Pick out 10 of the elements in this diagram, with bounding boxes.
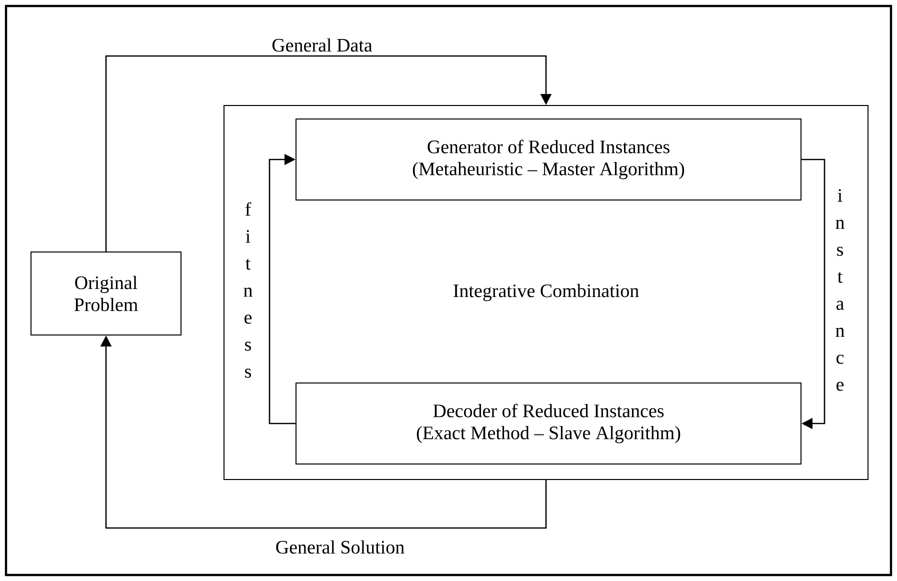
edge-label: instance bbox=[836, 189, 844, 391]
edge-label: fitness bbox=[244, 202, 252, 378]
arrow bbox=[802, 158, 826, 430]
process-box: Original Problem bbox=[30, 252, 182, 336]
edge-label: General Data bbox=[272, 38, 372, 52]
arrow bbox=[105, 55, 552, 252]
arrow bbox=[268, 154, 296, 424]
edge-label: General Solution bbox=[276, 540, 404, 554]
process-box: Generator of Reduced Instances (Metaheuristic – Master Algorithm) bbox=[296, 118, 802, 200]
process-box: Decoder of Reduced Instances (Exact Method – Slave Algorithm) bbox=[296, 382, 802, 464]
